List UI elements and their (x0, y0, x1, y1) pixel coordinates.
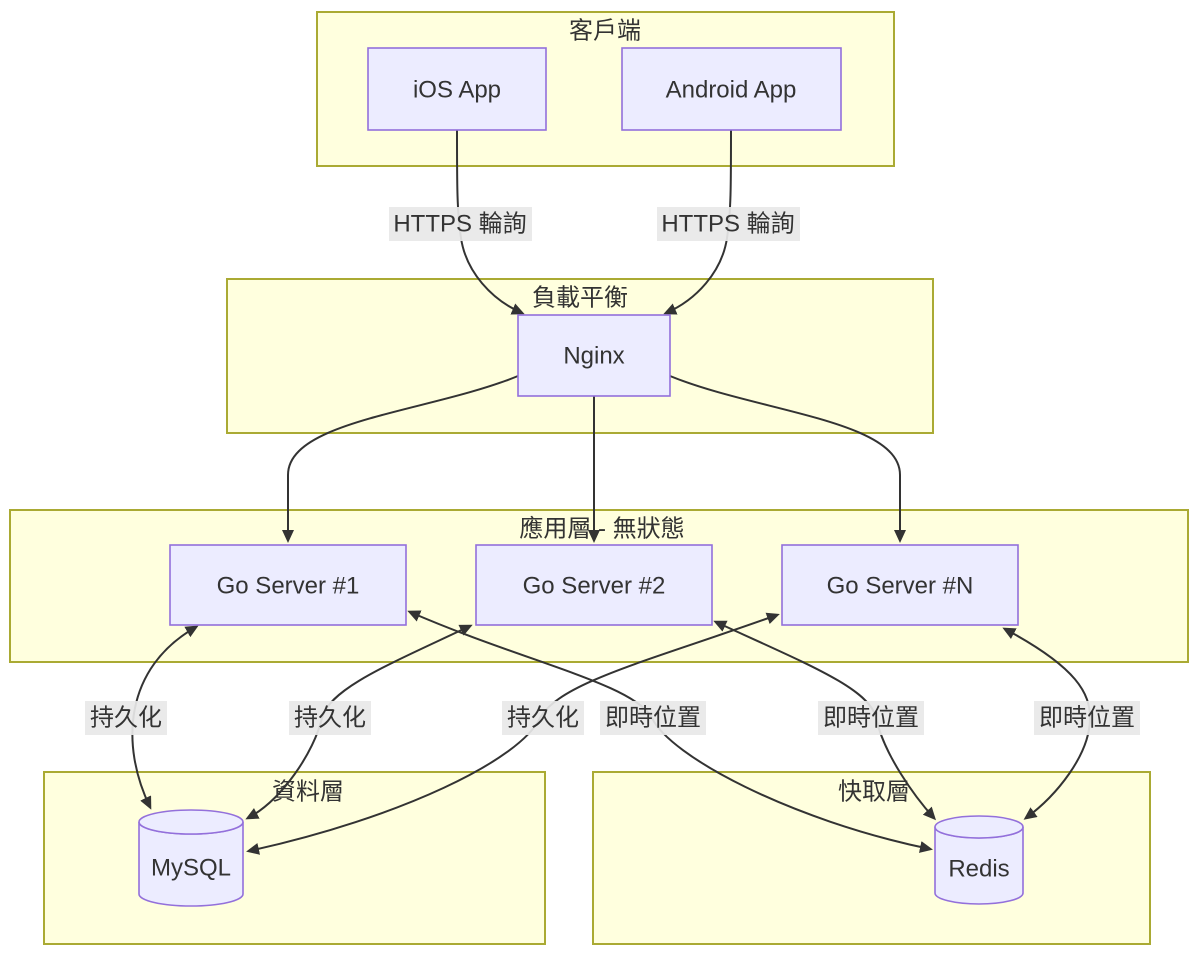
node-nginx-label: Nginx (563, 343, 624, 370)
edge-label-bg (1034, 701, 1140, 735)
node-ios-app: iOS App (367, 47, 547, 131)
edge-label-realtime-location-1: 即時位置 (600, 701, 706, 735)
edge-label-realtime-location-2: 即時位置 (818, 701, 924, 735)
edge-label-realtime-location-3: 即時位置 (1034, 701, 1140, 735)
redis-cylinder-top (934, 815, 1024, 839)
node-ios-app-box (367, 47, 547, 131)
edge-label-https-polling-1: HTTPS 輪詢 (389, 207, 532, 241)
edge-label-bg (600, 701, 706, 735)
node-go-server-1-box (169, 544, 407, 626)
cluster-data-layer: 資料層 (43, 771, 546, 945)
node-mysql: MySQL (138, 809, 244, 907)
node-go-server-2-label: Go Server #2 (523, 573, 666, 600)
node-android-app: Android App (621, 47, 842, 131)
cluster-cache-layer: 快取層 (592, 771, 1151, 945)
node-go-server-n: Go Server #N (781, 544, 1019, 626)
cluster-title-cache-layer: 快取層 (838, 779, 910, 806)
node-android-app-box (621, 47, 842, 131)
cluster-title-client: 客戶端 (569, 18, 641, 45)
edge-label-text: 即時位置 (823, 705, 919, 732)
edge-label-bg (818, 701, 924, 735)
edge-label-bg (657, 207, 800, 241)
edge-label-text: 即時位置 (1039, 705, 1135, 732)
node-nginx: Nginx (517, 314, 671, 397)
edge-label-text: 持久化 (294, 705, 366, 732)
edge-label-text: 持久化 (90, 705, 162, 732)
edge-label-text: 即時位置 (605, 705, 701, 732)
cluster-title-app-layer: 應用層 - 無狀態 (519, 516, 684, 543)
node-ios-app-label: iOS App (413, 77, 501, 104)
edge-label-persist-3: 持久化 (502, 701, 584, 735)
node-go-server-n-label: Go Server #N (827, 573, 974, 600)
edge-label-persist-1: 持久化 (85, 701, 167, 735)
edge-label-bg (502, 701, 584, 735)
edge-label-text: HTTPS 輪詢 (393, 211, 526, 238)
edge-label-bg (85, 701, 167, 735)
cluster-title-data-layer: 資料層 (272, 779, 344, 806)
edge-label-bg (289, 701, 371, 735)
node-android-app-label: Android App (666, 77, 797, 104)
node-go-server-1-label: Go Server #1 (217, 573, 360, 600)
node-redis: Redis (934, 815, 1024, 905)
node-nginx-box (517, 314, 671, 397)
edge-label-text: 持久化 (507, 705, 579, 732)
node-go-server-n-box (781, 544, 1019, 626)
edge-label-persist-2: 持久化 (289, 701, 371, 735)
edge-nginx-to-goN (669, 375, 906, 543)
edge-label-text: HTTPS 輪詢 (661, 211, 794, 238)
node-mysql-label: MySQL (151, 855, 231, 882)
node-redis-label: Redis (948, 856, 1009, 883)
cluster-title-load-balancer: 負載平衡 (532, 285, 628, 312)
edge-label-bg (389, 207, 532, 241)
edge-nginx-to-go1 (282, 375, 519, 543)
node-go-server-1: Go Server #1 (169, 544, 407, 626)
node-go-server-2: Go Server #2 (475, 544, 713, 626)
node-go-server-2-box (475, 544, 713, 626)
mysql-cylinder-top (138, 809, 244, 835)
edge-label-https-polling-2: HTTPS 輪詢 (657, 207, 800, 241)
